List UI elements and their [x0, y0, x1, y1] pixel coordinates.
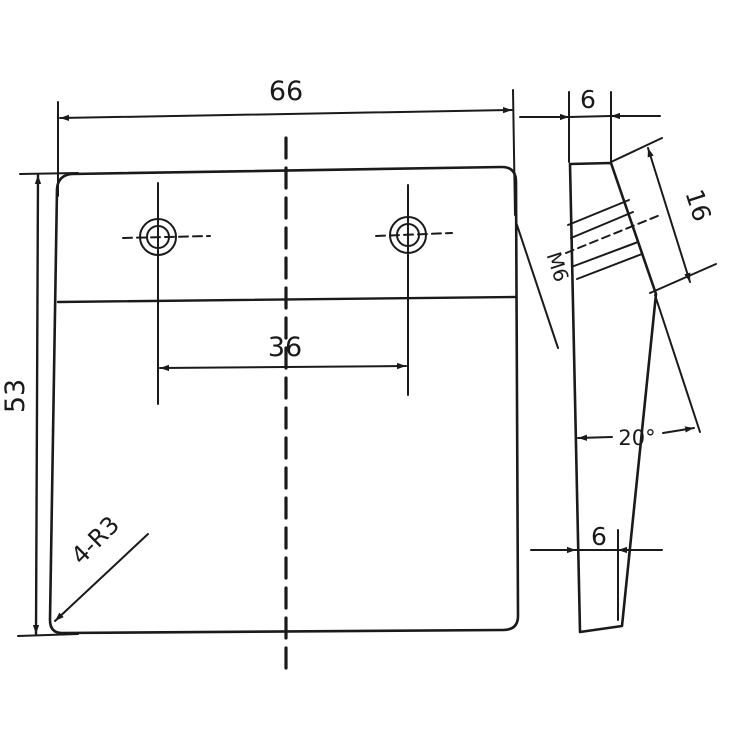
front-view [17, 89, 520, 678]
slot-width-dimension [610, 137, 717, 294]
angle-label: 20° [618, 426, 655, 450]
mounting-hole-right [375, 184, 453, 396]
top-thickness-dimension [519, 91, 661, 163]
bottom-thickness-label: 6 [591, 522, 607, 551]
hole-spacing-dim-label: 36 [268, 332, 302, 363]
angle-dimension [577, 294, 701, 441]
top-thickness-label: 6 [580, 85, 596, 114]
width-dim-label: 66 [269, 76, 303, 107]
slot-width-label: 16 [679, 186, 716, 225]
corner-radius-label: 4-R3 [66, 511, 125, 570]
height-dim-label: 53 [0, 379, 31, 413]
hole-spacing-dimension [159, 362, 407, 372]
height-dimension [17, 172, 79, 637]
thread-label: M6 [542, 249, 574, 285]
corner-radius-leader [54, 533, 149, 622]
width-dimension [57, 89, 516, 216]
mounting-hole-left [122, 182, 211, 405]
threaded-hole [515, 199, 661, 349]
side-profile [568, 161, 658, 634]
side-view [515, 91, 717, 634]
bottom-thickness-dimension [530, 529, 663, 621]
plate-outline [48, 165, 520, 635]
